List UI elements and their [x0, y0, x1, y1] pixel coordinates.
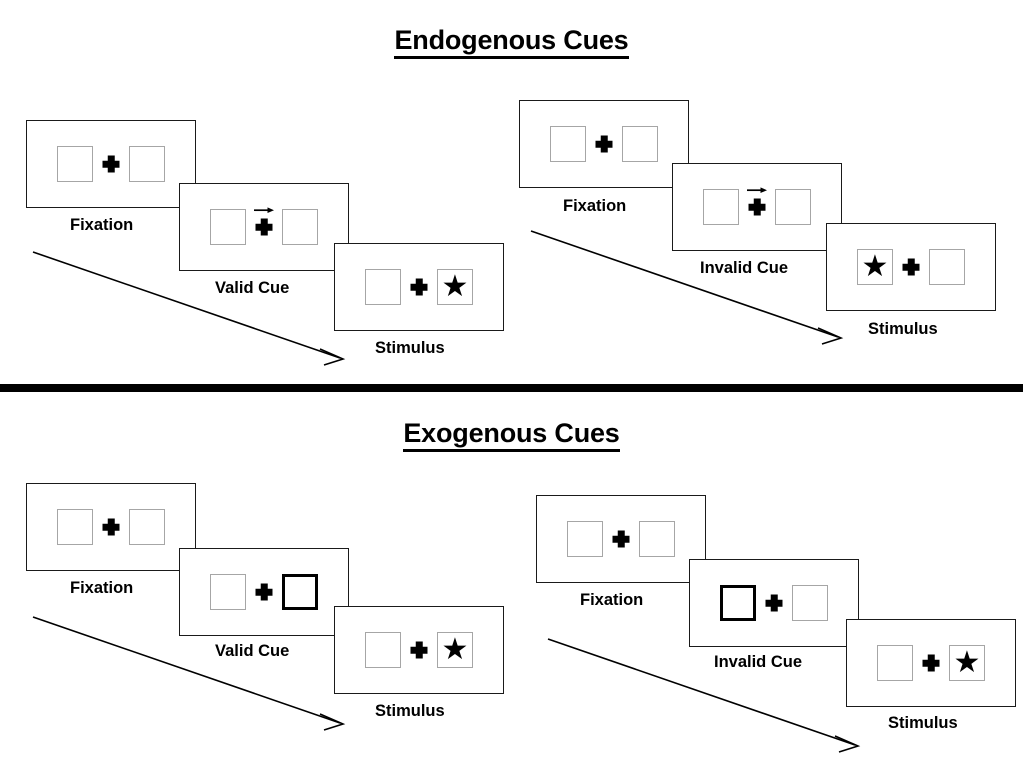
panel-exogenous-invalid-cue: [689, 559, 859, 647]
left-placeholder-box: [57, 509, 93, 545]
fixation-cross-icon: [401, 269, 437, 305]
right-placeholder-box: [639, 521, 675, 557]
caption-endogenous-invalid-cue: Invalid Cue: [700, 259, 789, 277]
left-placeholder-box: [210, 574, 246, 610]
right-stimulus-box: ★: [437, 632, 473, 668]
right-placeholder-box: [622, 126, 658, 162]
panel-content: ★: [335, 269, 503, 305]
star-stimulus-icon: ★: [861, 249, 889, 283]
panel-content: [690, 585, 858, 621]
fixation-cross-icon: [603, 521, 639, 557]
left-placeholder-box: [877, 645, 913, 681]
panel-endogenous-invalid-fixation: [519, 100, 689, 188]
fixation-cross-icon: [893, 249, 929, 285]
panel-endogenous-invalid-stimulus: ★: [826, 223, 996, 311]
right-placeholder-box: [282, 209, 318, 245]
arrow-right-cue-icon: [747, 187, 767, 193]
panel-endogenous-invalid-cue: [672, 163, 842, 251]
left-stimulus-box: ★: [857, 249, 893, 285]
panel-endogenous-valid-cue: [179, 183, 349, 271]
right-placeholder-box: [792, 585, 828, 621]
caption-exogenous-invalid-cue: Invalid Cue: [714, 653, 803, 671]
right-stimulus-box: ★: [949, 645, 985, 681]
panel-content: [520, 126, 688, 162]
fixation-cross-icon: [93, 509, 129, 545]
caption-exogenous-invalid-fixation: Fixation: [580, 591, 644, 609]
fixation-cross-icon: [93, 146, 129, 182]
section-title-exogenous: Exogenous Cues: [0, 418, 1023, 452]
section-title-endogenous: Endogenous Cues: [0, 25, 1023, 59]
right-placeholder-box: [775, 189, 811, 225]
right-stimulus-box: ★: [437, 269, 473, 305]
arrow-right-cue-icon: [254, 207, 274, 213]
panel-exogenous-invalid-stimulus: ★: [846, 619, 1016, 707]
caption-endogenous-invalid-fixation: Fixation: [563, 197, 627, 215]
fixation-cross-icon: [246, 207, 282, 245]
panel-exogenous-invalid-fixation: [536, 495, 706, 583]
right-placeholder-box: [129, 146, 165, 182]
fixation-cross-icon: [246, 574, 282, 610]
section-title-endogenous-text: Endogenous Cues: [394, 25, 629, 59]
caption-endogenous-valid-cue: Valid Cue: [215, 279, 290, 297]
panel-content: [537, 521, 705, 557]
star-stimulus-icon: ★: [441, 632, 469, 666]
panel-content: [180, 574, 348, 610]
caption-exogenous-valid-cue: Valid Cue: [215, 642, 290, 660]
caption-endogenous-valid-fixation: Fixation: [70, 216, 134, 234]
panel-endogenous-valid-fixation: [26, 120, 196, 208]
fixation-cross-icon: [913, 645, 949, 681]
fixation-cross-icon: [756, 585, 792, 621]
panel-exogenous-valid-fixation: [26, 483, 196, 571]
panel-content: [27, 509, 195, 545]
left-placeholder-box: [703, 189, 739, 225]
flow-arrow-exogenous-invalid: [547, 638, 861, 753]
caption-endogenous-invalid-stimulus: Stimulus: [868, 320, 938, 338]
left-placeholder-box: [57, 146, 93, 182]
panel-exogenous-valid-cue: [179, 548, 349, 636]
caption-exogenous-valid-stimulus: Stimulus: [375, 702, 445, 720]
panel-content: [180, 207, 348, 245]
right-placeholder-box: [129, 509, 165, 545]
left-placeholder-box: [567, 521, 603, 557]
left-placeholder-box: [550, 126, 586, 162]
right-cued-box: [282, 574, 318, 610]
panel-content: ★: [827, 249, 995, 285]
left-placeholder-box: [365, 632, 401, 668]
section-divider: [0, 384, 1023, 392]
star-stimulus-icon: ★: [441, 269, 469, 303]
fixation-cross-icon: [401, 632, 437, 668]
panel-exogenous-valid-stimulus: ★: [334, 606, 504, 694]
caption-exogenous-valid-fixation: Fixation: [70, 579, 134, 597]
panel-content: ★: [847, 645, 1015, 681]
caption-exogenous-invalid-stimulus: Stimulus: [888, 714, 958, 732]
fixation-cross-icon: [739, 187, 775, 225]
left-placeholder-box: [210, 209, 246, 245]
fixation-cross-icon: [586, 126, 622, 162]
panel-endogenous-valid-stimulus: ★: [334, 243, 504, 331]
star-stimulus-icon: ★: [953, 645, 981, 679]
caption-endogenous-valid-stimulus: Stimulus: [375, 339, 445, 357]
left-placeholder-box: [365, 269, 401, 305]
section-title-exogenous-text: Exogenous Cues: [403, 418, 620, 452]
panel-content: ★: [335, 632, 503, 668]
left-cued-box: [720, 585, 756, 621]
panel-content: [27, 146, 195, 182]
panel-content: [673, 187, 841, 225]
right-placeholder-box: [929, 249, 965, 285]
